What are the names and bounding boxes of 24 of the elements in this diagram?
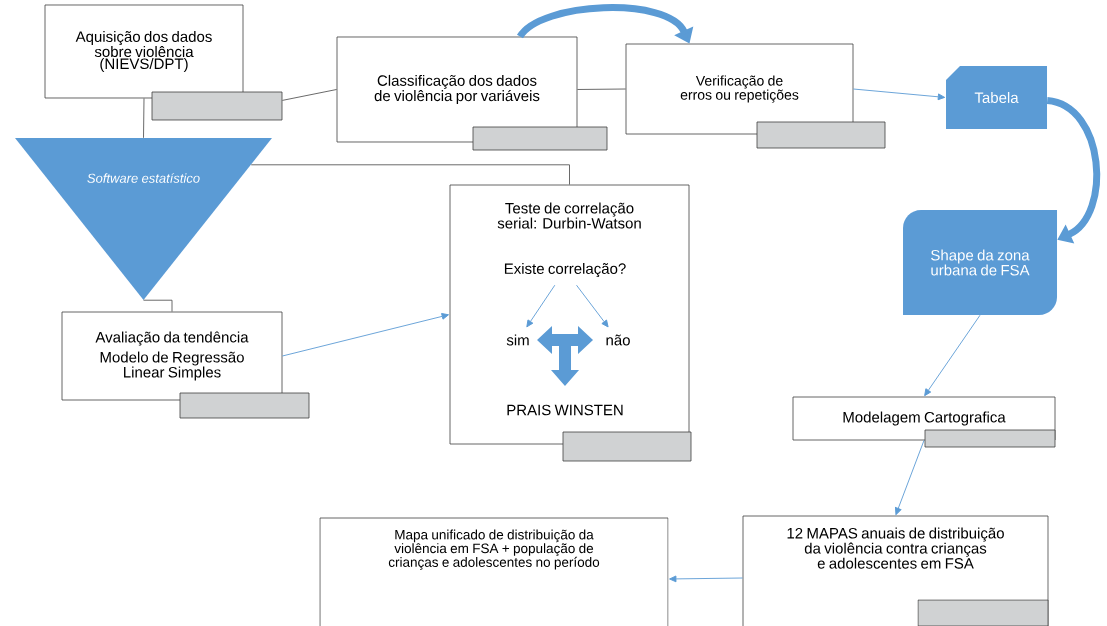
- arrow: [852, 88, 946, 101]
- arrow: [669, 575, 744, 583]
- connector-line: [250, 164, 570, 186]
- connector-line: [576, 88, 627, 90]
- box-text: não: [606, 334, 630, 346]
- arrow: [924, 314, 981, 397]
- arrow: [576, 284, 609, 328]
- box-text: Existe correlação?: [504, 263, 626, 278]
- box-text: PRAIS WINSTEN: [507, 404, 623, 416]
- arrow: [1046, 97, 1101, 244]
- process-box: Avaliação da tendência Modelo de Regressão Linear Simples: [61, 311, 283, 401]
- arrow: [526, 284, 556, 328]
- connector-line: [143, 299, 173, 313]
- arrow: [281, 313, 449, 357]
- connector-line: [281, 89, 338, 101]
- funnel-triangle: Software estatístico: [15, 138, 272, 300]
- process-box: Verificação de erros ou repetições: [625, 43, 854, 135]
- box-text: sim: [506, 334, 529, 346]
- process-box: Classificação dos dados de violência por variáveis: [336, 36, 578, 143]
- process-box: Mapa unificado de distribuição da violência em FSA + população de crianças e adolescentes no período: [319, 517, 669, 626]
- arrow: [895, 439, 925, 515]
- process-box: Aquisição dos dados sobre violência (NIEVS/DPT): [44, 4, 244, 99]
- connector-line: [143, 97, 145, 139]
- process-box: 12 MAPAS anuais de distribuição da violência contra crianças e adolescentes em FSA: [742, 515, 1049, 626]
